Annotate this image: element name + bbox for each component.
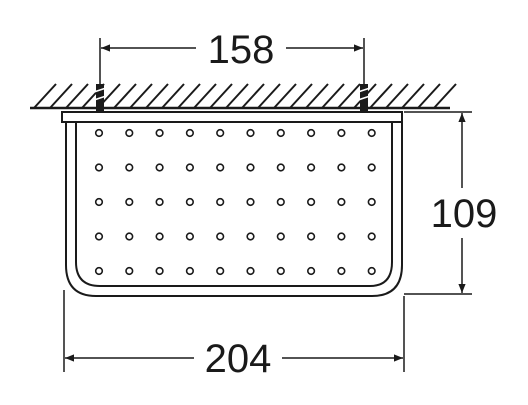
- perforation-hole: [276, 128, 285, 138]
- hatch-line: [241, 83, 265, 109]
- perforation-hole: [155, 163, 164, 172]
- dimension-bottom: 204: [63, 290, 405, 381]
- perforation-hole: [307, 128, 316, 138]
- hatch-line: [289, 83, 313, 109]
- mounting-plate: [61, 111, 403, 123]
- hatch-line: [401, 83, 425, 109]
- hatch-line: [65, 83, 89, 109]
- perforation-hole: [155, 128, 164, 138]
- perforation-hole: [276, 163, 285, 172]
- hatch-line: [433, 83, 457, 109]
- hatch-line: [113, 83, 137, 109]
- hatch-line: [225, 83, 249, 109]
- perforation-hole: [155, 232, 164, 241]
- perforation-hole: [216, 232, 225, 241]
- hatch-line: [193, 83, 217, 109]
- perforation-hole: [216, 266, 225, 276]
- perforation-hole: [246, 163, 255, 172]
- hatch-line: [257, 83, 281, 109]
- perforation-hole: [307, 266, 316, 276]
- hatch-line: [161, 83, 185, 109]
- hatch-line: [49, 83, 73, 109]
- perforation-hole: [125, 197, 134, 207]
- hatch-line: [145, 83, 169, 109]
- perforation-hole: [125, 163, 134, 172]
- perforation-hole: [125, 232, 134, 241]
- perforation-hole: [307, 232, 316, 241]
- perforation-hole: [276, 266, 285, 276]
- wall-hatching: [30, 83, 457, 110]
- dimension-top: 158: [99, 28, 365, 86]
- mounting-screw-left: [93, 84, 107, 112]
- perforation-hole: [337, 163, 346, 172]
- perforation-hole: [246, 266, 255, 276]
- basket-outer-wall: [65, 122, 403, 297]
- dimension-label-right: 109: [431, 192, 498, 236]
- hatch-line: [417, 83, 441, 109]
- mounting-screw-right: [357, 84, 371, 112]
- perforation-hole: [246, 128, 255, 138]
- dimension-label-top: 158: [208, 28, 275, 72]
- perforation-hole: [185, 232, 194, 241]
- perforation-hole: [307, 197, 316, 207]
- perforation-hole: [367, 232, 376, 241]
- hatch-line: [33, 83, 57, 109]
- dimension-right: 109: [404, 111, 498, 295]
- hatch-line: [385, 83, 409, 109]
- perforation-hole: [94, 232, 104, 241]
- perforation-hole: [337, 197, 346, 207]
- basket-inner-wall: [75, 122, 393, 287]
- perforation-hole: [246, 232, 255, 241]
- perforation-hole: [185, 266, 194, 276]
- perforation-hole: [185, 128, 194, 138]
- perforation-hole: [185, 163, 194, 172]
- hatch-line: [337, 83, 361, 109]
- perforation-hole: [185, 197, 194, 207]
- perforation-hole: [94, 163, 104, 172]
- perforation-hole: [216, 128, 225, 138]
- perforation-hole: [216, 197, 225, 207]
- perforation-hole: [337, 266, 346, 276]
- perforation-hole: [125, 266, 134, 276]
- perforation-hole: [307, 163, 316, 172]
- perforation-hole: [155, 266, 164, 276]
- perforation-hole: [367, 266, 376, 276]
- perforation-hole: [367, 197, 376, 207]
- perforation-grid: [94, 128, 376, 276]
- hatch-line: [369, 83, 393, 109]
- perforation-hole: [94, 128, 104, 138]
- hatch-line: [305, 83, 329, 109]
- perforation-hole: [94, 197, 104, 207]
- perforation-hole: [367, 163, 376, 172]
- perforation-hole: [337, 232, 346, 241]
- perforation-hole: [276, 232, 285, 241]
- hatch-line: [177, 83, 201, 109]
- hatch-line: [209, 83, 233, 109]
- perforation-hole: [155, 197, 164, 207]
- dimension-label-bottom: 204: [205, 337, 272, 381]
- hatch-line: [273, 83, 297, 109]
- perforation-hole: [94, 266, 104, 276]
- perforation-hole: [246, 197, 255, 207]
- hatch-line: [321, 83, 345, 109]
- perforation-hole: [125, 128, 134, 138]
- hatch-line: [129, 83, 153, 109]
- perforation-hole: [367, 128, 376, 138]
- perforation-hole: [276, 197, 285, 207]
- perforation-hole: [337, 128, 346, 138]
- perforation-hole: [216, 163, 225, 172]
